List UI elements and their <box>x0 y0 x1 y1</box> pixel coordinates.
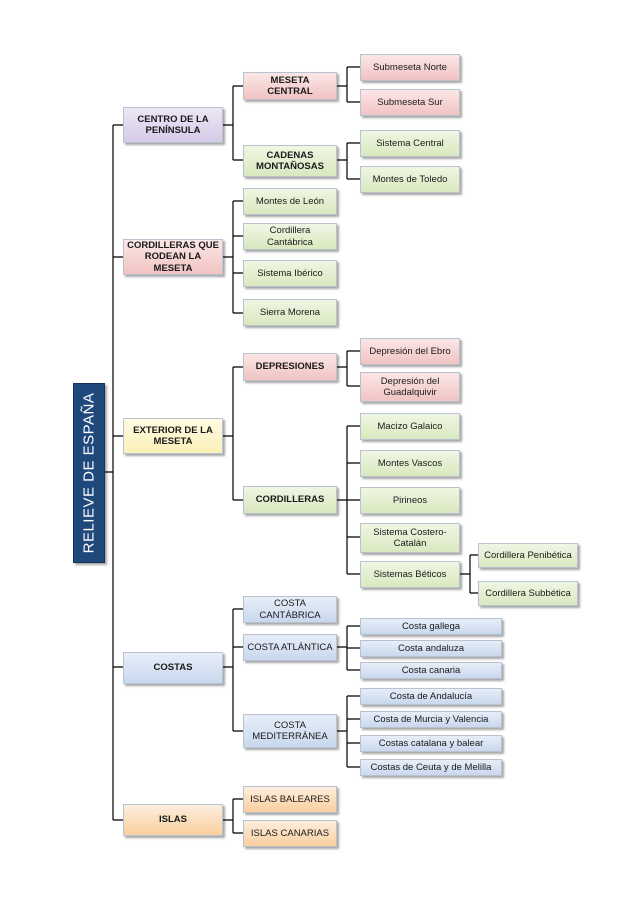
node-submeseta-sur: Submeseta Sur <box>360 89 460 116</box>
node-cordilleras: CORDILLERAS <box>243 486 337 514</box>
node-depresion-guadalquivir: Depresión del Guadalquivir <box>360 372 460 402</box>
category-cordilleras-meseta: CORDILLERAS QUE RODEAN LA MESETA <box>123 239 223 275</box>
node-costa-mediterranea: COSTA MEDITERRÁNEA <box>243 714 337 748</box>
category-islas: ISLAS <box>123 804 223 836</box>
category-costas: COSTAS <box>123 652 223 684</box>
node-sistemas-beticos: Sistemas Béticos <box>360 561 460 588</box>
node-montes-toledo: Montes de Toledo <box>360 166 460 193</box>
root-relieve-espana: RELIEVE DE ESPAÑA <box>73 383 105 563</box>
node-submeseta-norte: Submeseta Norte <box>360 54 460 81</box>
node-sierra-morena: Sierra Morena <box>243 299 337 326</box>
category-centro: CENTRO DE LA PENÍNSULA <box>123 107 223 143</box>
node-depresion-ebro: Depresión del Ebro <box>360 338 460 365</box>
node-costa-gallega: Costa gallega <box>360 618 502 635</box>
node-sistema-costero-catalan: Sistema Costero-Catalán <box>360 523 460 553</box>
node-cordillera-cantabrica: Cordillera Cantábrica <box>243 223 337 250</box>
node-costa-andalucia: Costa de Andalucía <box>360 688 502 705</box>
node-costas-ceuta-melilla: Costas de Ceuta y de Melilla <box>360 759 502 776</box>
node-cordillera-penibetica: Cordillera Penibética <box>478 543 578 568</box>
node-sistema-iberico: Sistema Ibérico <box>243 260 337 287</box>
node-costa-canaria: Costa canaria <box>360 662 502 679</box>
node-costa-atlantica: COSTA ATLÁNTICA <box>243 634 337 661</box>
node-costas-catalana-balear: Costas catalana y balear <box>360 735 502 752</box>
node-montes-vascos: Montes Vascos <box>360 450 460 477</box>
node-islas-canarias: ISLAS CANARIAS <box>243 820 337 847</box>
node-sistema-central: Sistema Central <box>360 130 460 157</box>
category-exterior: EXTERIOR DE LA MESETA <box>123 418 223 454</box>
node-costa-cantabrica: COSTA CANTÁBRICA <box>243 596 337 623</box>
node-depresiones: DEPRESIONES <box>243 353 337 381</box>
root-label: RELIEVE DE ESPAÑA <box>80 392 98 554</box>
node-costa-andaluza: Costa andaluza <box>360 640 502 657</box>
node-costa-murcia-valencia: Costa de Murcia y Valencia <box>360 711 502 728</box>
node-macizo-galaico: Macizo Galaico <box>360 413 460 440</box>
node-pirineos: Pirineos <box>360 487 460 514</box>
node-islas-baleares: ISLAS BALEARES <box>243 786 337 813</box>
node-cordillera-subbetica: Cordillera Subbética <box>478 581 578 606</box>
node-montes-leon: Montes de León <box>243 188 337 215</box>
node-meseta-central: MESETA CENTRAL <box>243 72 337 100</box>
node-cadenas-montanosas: CADENAS MONTAÑOSAS <box>243 145 337 177</box>
